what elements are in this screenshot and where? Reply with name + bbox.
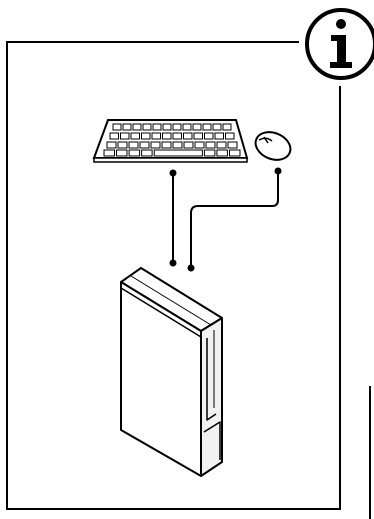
keyboard-key <box>182 123 192 131</box>
keyboard-key <box>120 132 130 140</box>
keyboard-key <box>214 132 224 140</box>
keyboard-key <box>222 123 232 131</box>
keyboard-spacebar <box>153 149 203 157</box>
keyboard-key <box>141 132 151 140</box>
keyboard-key <box>161 141 172 149</box>
keyboard-key <box>128 149 141 157</box>
keyboard-key <box>122 123 132 131</box>
keyboard-key <box>130 132 140 140</box>
keyboard-key <box>150 141 161 149</box>
keyboard-key <box>204 132 214 140</box>
keyboard-key <box>172 132 182 140</box>
info-icon <box>305 8 374 80</box>
keyboard-key <box>202 123 212 131</box>
keyboard-key <box>183 132 193 140</box>
mouse-icon <box>254 131 292 161</box>
keyboard-key <box>229 149 241 157</box>
keyboard-key <box>205 141 216 149</box>
keyboard-icon <box>92 119 249 163</box>
keyboard-key <box>109 132 119 140</box>
keyboard-key <box>162 132 172 140</box>
keyboard-key <box>132 123 142 131</box>
keyboard-cable <box>169 169 177 267</box>
keyboard-key <box>225 132 235 140</box>
illustration-frame <box>6 41 341 510</box>
keyboard-key <box>227 141 238 149</box>
keyboard-key <box>151 132 161 140</box>
mouse-cable <box>187 167 282 272</box>
keyboard-key <box>203 149 216 157</box>
keyboard-key <box>183 141 194 149</box>
keyboard-key <box>162 123 172 131</box>
keyboard-key <box>103 149 115 157</box>
keyboard-key <box>139 141 150 149</box>
keyboard-key <box>172 123 182 131</box>
keyboard-key <box>172 141 183 149</box>
keyboard-key <box>152 123 162 131</box>
keyboard-key <box>192 123 202 131</box>
keyboard-key <box>216 141 227 149</box>
desktop-tower-icon <box>120 267 223 477</box>
keyboard-key <box>212 123 222 131</box>
keyboard-key <box>106 141 117 149</box>
keyboard-key <box>194 141 205 149</box>
keyboard-key <box>112 123 122 131</box>
keyboard-key <box>117 141 128 149</box>
keyboard-key <box>193 132 203 140</box>
keyboard-key <box>216 149 228 157</box>
keyboard-key <box>142 123 152 131</box>
keyboard-key <box>141 149 153 157</box>
keyboard-key <box>116 149 128 157</box>
keyboard-key <box>128 141 139 149</box>
